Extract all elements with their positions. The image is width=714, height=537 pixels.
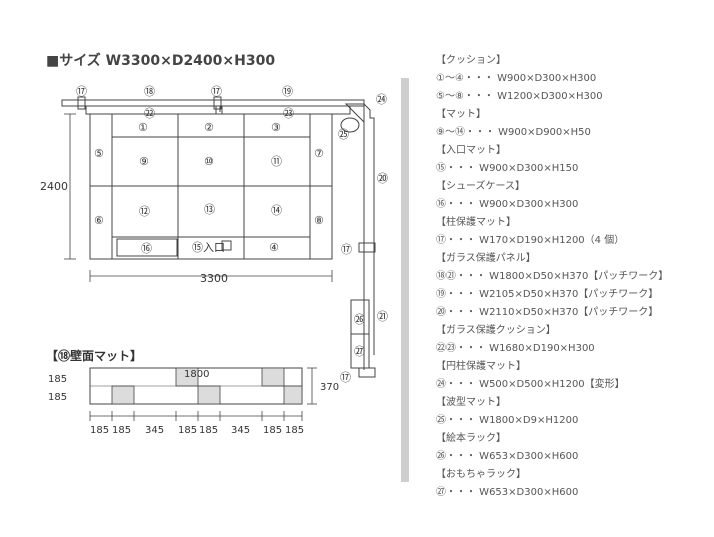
spec-row: ㉒㉓・・・ W1680×D190×H300 [436,343,595,354]
pillar-top-left [77,96,86,110]
segment-8: 185 [285,425,304,436]
label-mat-7: ⑦ [314,147,324,160]
spec-row: 【マット】 [436,109,486,120]
label-17-b: ⑰ [211,85,222,98]
pillar-right-lower [358,367,376,378]
segment-4: 185 [178,425,197,436]
segment-6: 345 [231,425,250,436]
label-mat-6: ⑥ [94,214,104,227]
width-label: 3300 [200,272,228,285]
plan-labels: 2400 3300 ⑰ ⑱ ⑰ ⑲ ㉒ ㉓ ① ② ③ ④ ⑤ ⑥ ⑦ ⑧ ⑨ … [40,85,388,384]
size-title: ■サイズ W3300×D2400×H300 [46,52,275,69]
top-rail [61,99,365,107]
spec-row: 【入口マット】 [436,145,506,156]
pillar-top-middle [213,96,222,110]
floor-plan [61,96,376,378]
label-mat-2: ② [204,121,214,134]
wall-mat-width: 1800 [184,369,209,380]
label-mat-8: ⑧ [314,214,324,227]
spec-row: 【波型マット】 [436,397,506,408]
spec-row: 【クッション】 [436,55,506,66]
label-mat-9: ⑨ [139,155,149,168]
label-mat-16: ⑯ [141,242,152,255]
wave-mat [340,117,360,133]
entrance-box [221,240,232,251]
segment-1: 185 [90,425,109,436]
label-24: ㉔ [376,93,387,106]
label-mat-13: ⑬ [204,203,215,216]
spec-row: ⑤〜⑧・・・ W1200×D300×H300 [436,91,603,102]
separator-bar [401,78,409,482]
wall-mat-labels: 1800 370 185 185 185 185 345 185 185 345… [48,369,339,436]
label-mat-12: ⑫ [139,205,150,218]
spec-row: 【絵本ラック】 [436,433,506,444]
column-corner [344,103,365,124]
spec-row: 【おもちゃラック】 [436,469,526,480]
spec-row: ㉖・・・ W653×D300×H600 [436,451,579,462]
spec-row: 【円柱保護マット】 [436,361,526,372]
toy-rack [350,333,370,369]
label-mat-10: ⑩ [204,155,214,168]
label-mat-4: ④ [269,241,279,254]
shoe-case [116,238,178,257]
label-17-c: ⑰ [341,243,352,256]
pillar-right-upper [358,242,376,253]
spec-row: ⑲・・・ W2105×D50×H370【パッチワーク】 [436,289,659,300]
wall-mat-block-5 [283,385,303,405]
spec-row: 【柱保護マット】 [436,217,516,228]
label-20: ⑳ [377,172,388,185]
segment-3: 345 [145,425,164,436]
spec-row: ⑨〜⑭・・・ W900×D900×H50 [436,127,591,138]
wall-mat-height-1: 185 [48,374,67,385]
label-mat-11: ⑪ [271,155,282,168]
label-mat-3: ③ [271,121,281,134]
spec-row: ㉕・・・ W1800×D9×H1200 [436,415,579,426]
label-26: ㉖ [354,313,365,326]
spec-row: 【ガラス保護クッション】 [436,325,556,336]
label-17-a: ⑰ [76,85,87,98]
depth-label: 2400 [40,180,68,193]
label-mat-14: ⑭ [271,204,282,217]
spec-row: 【ガラス保護パネル】 [436,253,536,264]
label-mat-5: ⑤ [94,147,104,160]
wall-mat-height-2: 185 [48,392,67,403]
label-23: ㉓ [283,107,294,120]
entrance-label: ⑮入口 [192,241,225,254]
label-17-d: ⑰ [340,371,351,384]
spec-row: 【シューズケース】 [436,181,525,192]
label-18: ⑱ [144,85,155,98]
segment-2: 185 [112,425,131,436]
spec-row: ①〜④・・・ W900×D300×H300 [436,73,597,84]
spec-row: ⑳・・・ W2110×D50×H370【パッチワーク】 [436,307,659,318]
label-21: ㉑ [377,310,388,323]
spec-row: ⑰・・・ W170×D190×H1200（4 個） [436,235,625,246]
spec-row: ㉔・・・ W500×D500×H1200【変形】 [436,379,625,390]
wall-mat-title: 【⑱壁面マット】 [46,348,142,363]
wall-mat-height: 370 [320,382,339,393]
spec-row: ⑱㉑・・・ W1800×D50×H370【パッチワーク】 [436,271,669,282]
label-mat-1: ① [138,121,148,134]
wall-mat-panel [89,367,303,405]
wall-mat-block-1 [111,385,135,405]
spec-row: ⑯・・・ W900×D300×H300 [436,199,579,210]
label-19: ⑲ [282,85,293,98]
spec-row: ㉗・・・ W653×D300×H600 [436,487,579,498]
label-25: ㉕ [338,128,349,141]
segment-7: 185 [263,425,282,436]
wall-mat-block-3 [197,385,221,405]
spec-row: ⑮・・・ W900×D300×H150 [436,163,579,174]
label-22: ㉒ [144,107,155,120]
label-27: ㉗ [354,345,365,358]
wall-mat-block-4 [261,367,285,387]
segment-5: 185 [199,425,218,436]
spec-list: 【クッション】 ①〜④・・・ W900×D300×H300 ⑤〜⑧・・・ W12… [436,52,706,502]
